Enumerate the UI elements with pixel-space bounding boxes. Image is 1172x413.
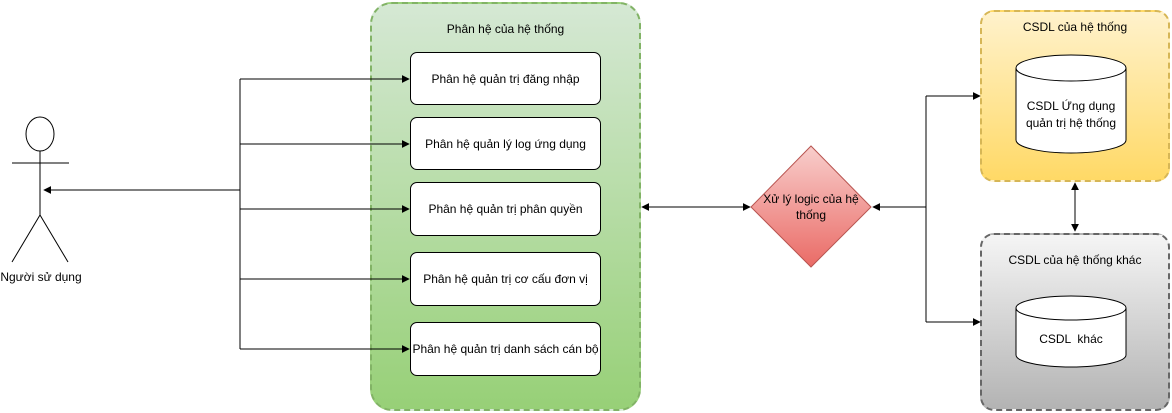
- logic-db-connectors: [872, 92, 981, 326]
- user-actor-label: Người sử dụng: [0, 270, 82, 284]
- system-db-cylinder-icon: [1015, 54, 1127, 154]
- other-db-cylinder-icon: [1015, 295, 1127, 368]
- module-staff-list[interactable]: Phân hệ quản trị danh sách cán bộ: [410, 322, 601, 376]
- user-actor-icon: [11, 116, 69, 263]
- logic-diamond: [750, 145, 872, 268]
- module-org-structure[interactable]: Phân hệ quản trị cơ cấu đơn vị: [410, 252, 601, 306]
- module-app-log[interactable]: Phân hệ quản lý log ứng dụng: [410, 117, 601, 170]
- system-db-group-title: CSDL của hệ thống: [1022, 20, 1128, 34]
- actor-module-connectors: [43, 75, 410, 353]
- other-db-group-title: CSDL của hệ thống khác: [1008, 253, 1142, 267]
- module-permissions[interactable]: Phân hệ quản trị phân quyền: [410, 182, 601, 236]
- system-db-label: CSDL Ứng dụng quản trị hệ thống: [1025, 99, 1117, 130]
- logic-label: Xử lý logic của hệ thống: [763, 192, 859, 222]
- module-login[interactable]: Phân hệ quản trị đăng nhập: [410, 52, 601, 105]
- subsystem-group-title: Phân hệ của hệ thống: [446, 22, 565, 36]
- other-db-label: CSDL khác: [1039, 332, 1103, 346]
